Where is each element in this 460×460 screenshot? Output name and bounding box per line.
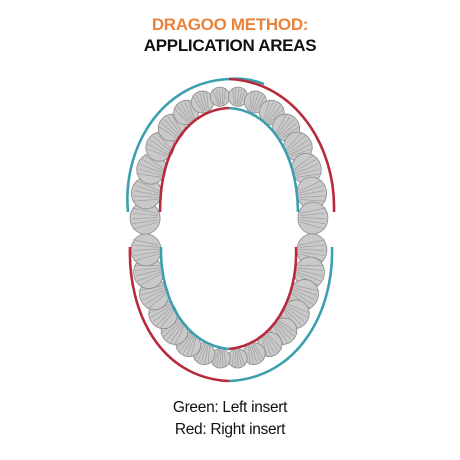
upper-left-insert-inner-curve — [228, 106, 300, 213]
tooth — [173, 99, 200, 126]
lower-left-insert-inner-curve — [159, 246, 230, 351]
tooth — [227, 348, 248, 369]
upper-teeth — [129, 86, 329, 235]
tooth — [296, 176, 328, 210]
lower-right-insert-curve-left — [128, 246, 230, 383]
upper-arch — [126, 77, 336, 235]
upper-right-insert-inner-curve — [158, 106, 230, 213]
lower-right-insert-inner-curve — [228, 246, 298, 351]
lower-teeth — [130, 233, 328, 369]
title-secondary: APPLICATION AREAS — [143, 36, 317, 55]
lower-arch — [128, 233, 334, 383]
lower-left-insert-curve-right — [228, 246, 334, 383]
tooth — [209, 86, 231, 107]
title-primary: DRAGOO METHOD: — [151, 15, 309, 34]
legend-green-left-insert: Green: Left insert — [172, 399, 288, 416]
title-block: DRAGOO METHOD: APPLICATION AREAS — [0, 14, 460, 56]
upper-left-insert-curve — [126, 77, 265, 213]
tooth — [227, 86, 249, 107]
tooth — [297, 201, 329, 235]
tooth — [130, 233, 162, 267]
legend-red-right-insert: Red: Right insert — [174, 421, 286, 438]
tooth — [210, 348, 231, 369]
upper-right-insert-curve — [228, 77, 336, 213]
legend: Green: Left insert Red: Right insert — [0, 397, 460, 441]
